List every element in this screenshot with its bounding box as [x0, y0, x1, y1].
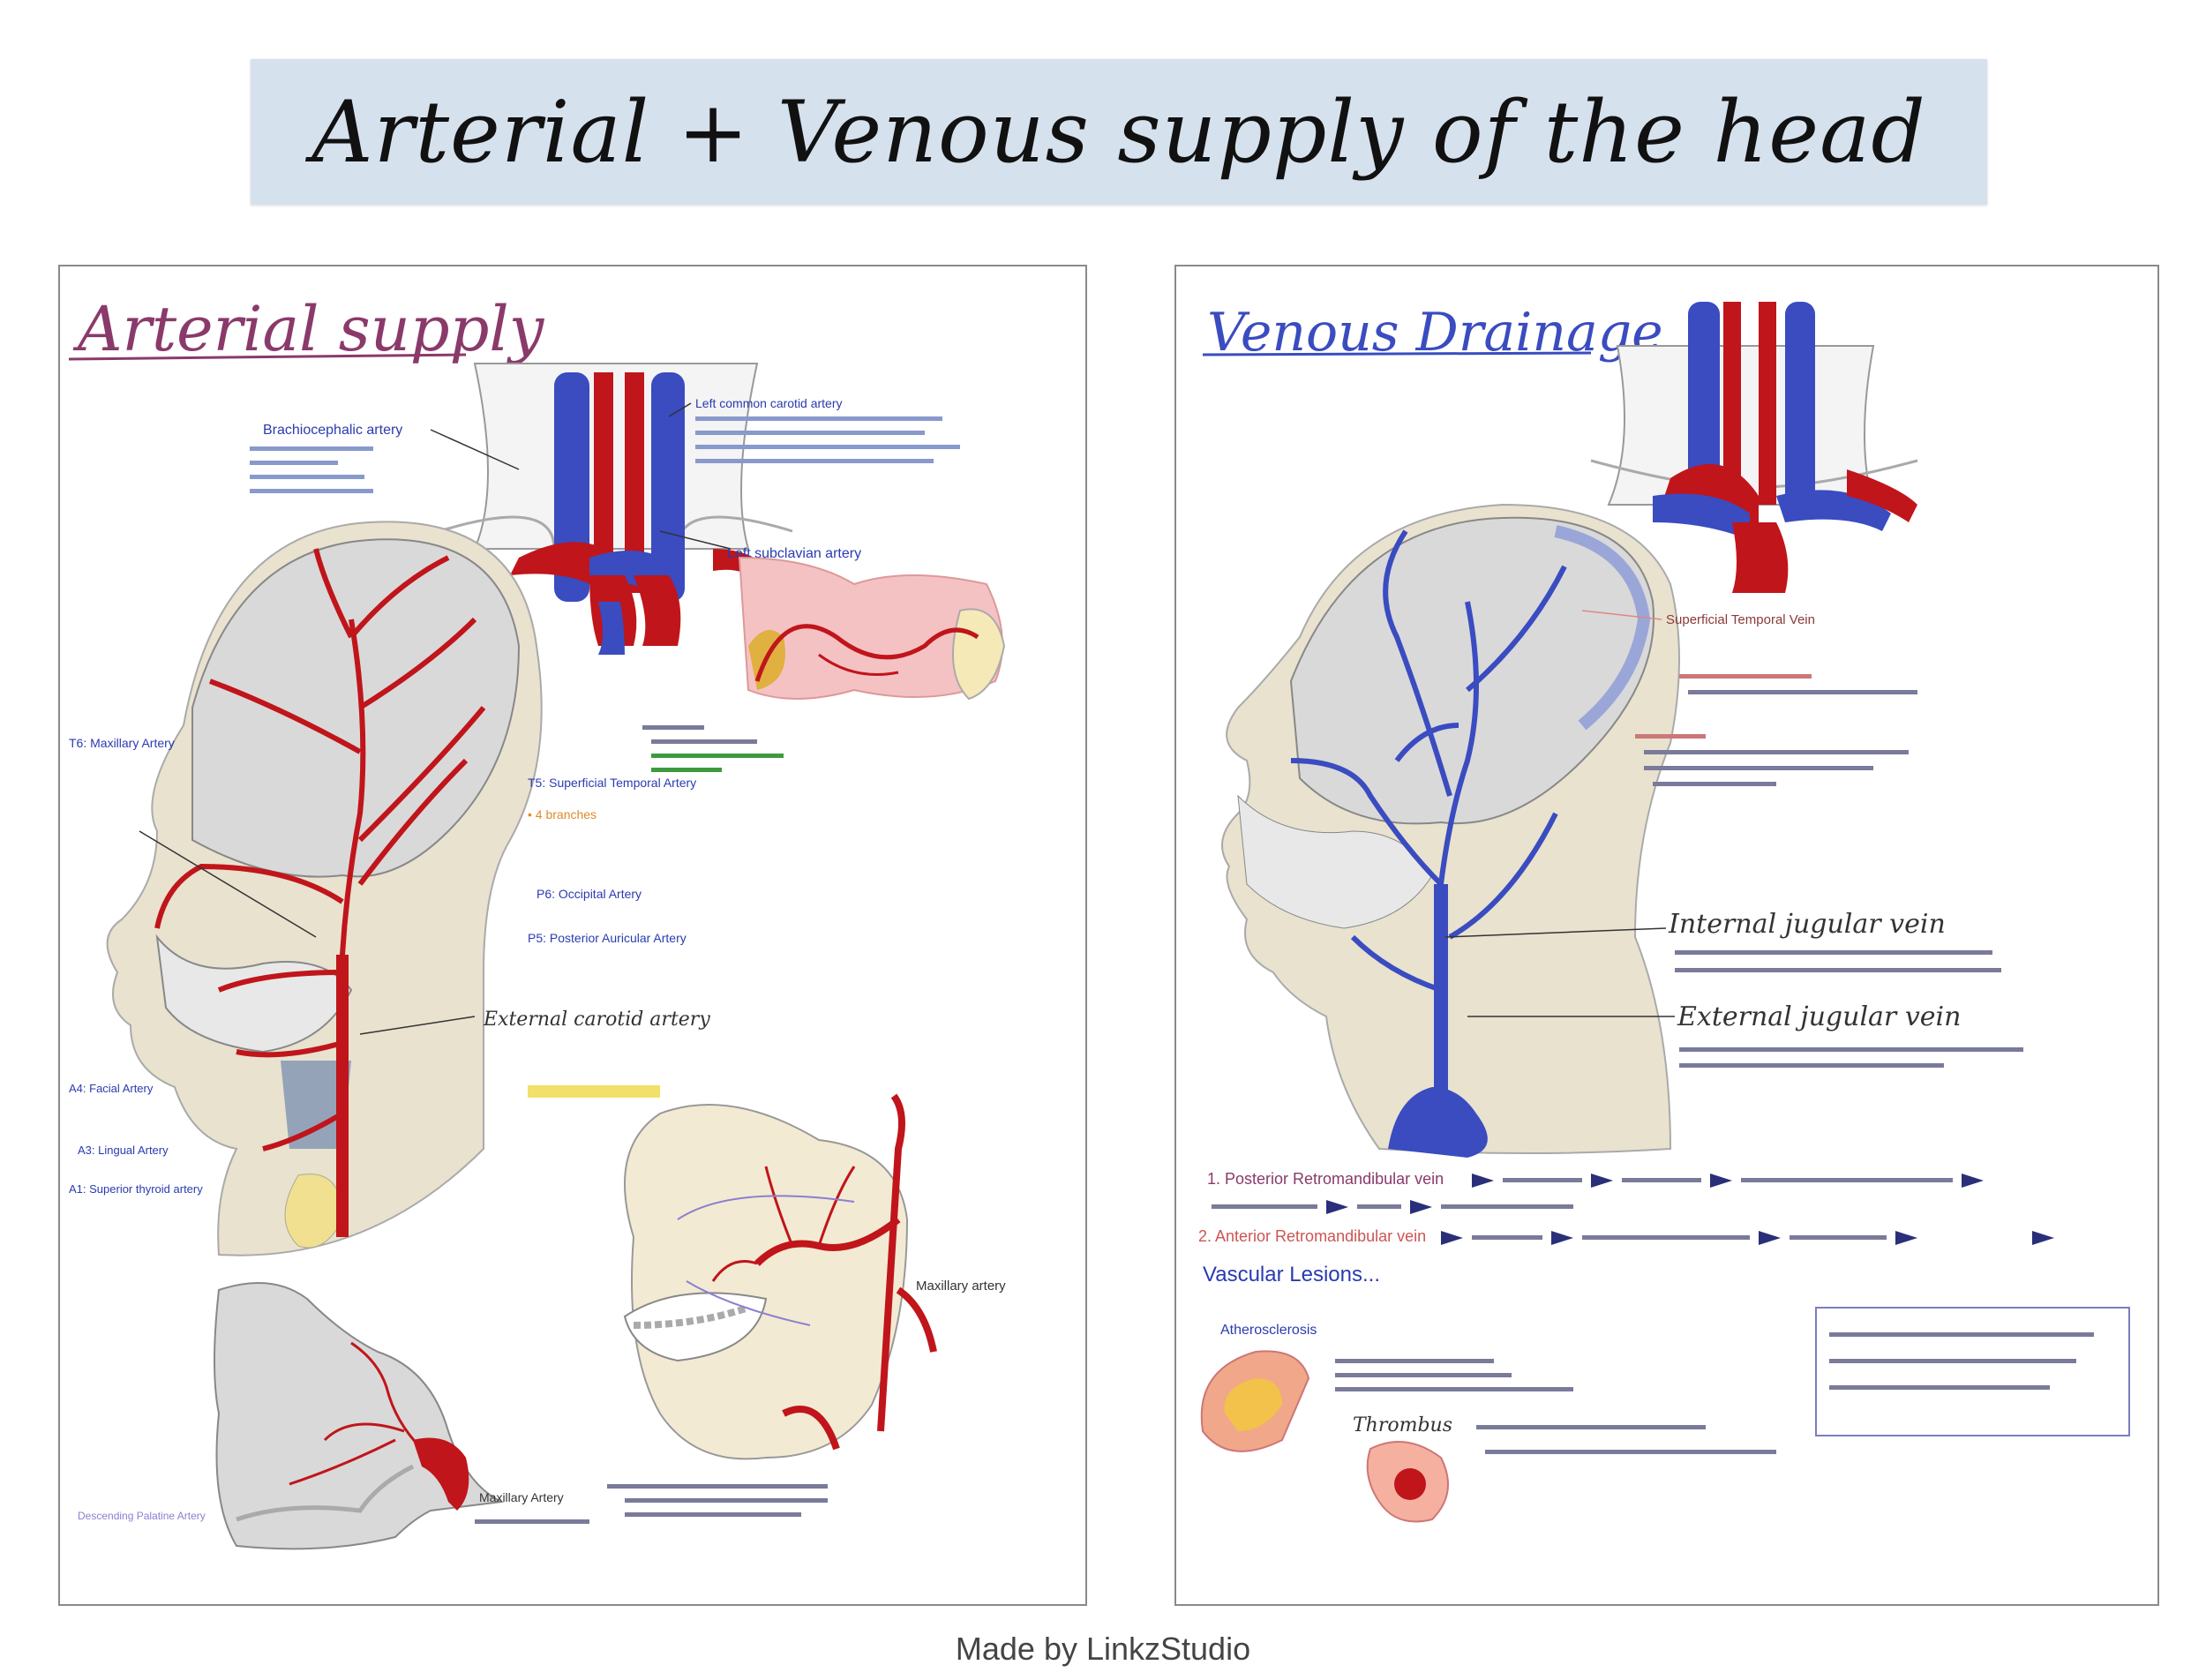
external-carotid-label: External carotid artery: [483, 1009, 710, 1031]
vein-notes: [1635, 674, 1917, 786]
maxillary-lower-label: Maxillary artery: [916, 1279, 1006, 1294]
atherosclerosis-notes: [1335, 1359, 1573, 1391]
highlight-mark: [528, 1085, 660, 1098]
thrombus-label: Thrombus: [1353, 1414, 1452, 1436]
head-arteries-illustration: [106, 521, 543, 1256]
superficial-temporal-label: T5: Superficial Temporal Artery: [528, 776, 696, 790]
skull-maxillary-illustration: [623, 1093, 937, 1460]
external-jugular-label: External jugular vein: [1677, 1001, 1961, 1032]
superficial-temporal-vein-label: Superficial Temporal Vein: [1666, 612, 1815, 627]
occipital-label: P6: Occipital Artery: [536, 887, 642, 901]
thrombus-illustration: [1366, 1441, 1449, 1523]
heading-underline: [68, 353, 467, 361]
lingual-notes: [642, 725, 784, 772]
anterior-chain-arrows: [1441, 1231, 2054, 1245]
lesion-types-notes: [1829, 1332, 2094, 1390]
neck-veins-illustration: [1590, 302, 1918, 593]
maxillary-bottom-label: Maxillary Artery: [479, 1490, 564, 1504]
venous-diagram: Venous Drainage Superficial Tempo: [1198, 302, 2130, 1523]
neck-vessels-illustration: [439, 363, 793, 655]
two-branches-label: • 4 branches: [528, 807, 597, 821]
external-jugular-notes: [1679, 1047, 2023, 1068]
atherosclerosis-label: Atherosclerosis: [1220, 1323, 1317, 1338]
head-veins-illustration: [1221, 503, 1680, 1158]
title-banner: Arterial + Venous supply of the head: [251, 59, 1987, 205]
facial-label: A4: Facial Artery: [69, 1082, 154, 1095]
atherosclerosis-illustration: [1200, 1350, 1310, 1452]
carotid-notes: [695, 416, 960, 463]
thrombus-notes: [1476, 1425, 1776, 1454]
page-title: Arterial + Venous supply of the head: [311, 82, 1926, 182]
internal-jugular-notes: [1675, 950, 2001, 972]
brachiocephalic-notes: [250, 446, 373, 493]
vascular-lesions-heading: Vascular Lesions...: [1203, 1263, 1380, 1286]
nasal-cavity-illustration: [214, 1282, 505, 1550]
arterial-supply-panel: Arterial supply Left common carotid arte…: [58, 265, 1087, 1606]
heading-underline: [1202, 351, 1592, 356]
arterial-diagram: Arterial supply Left common carotid arte…: [68, 293, 1006, 1550]
posterior-auricular-label: P5: Posterior Auricular Artery: [528, 931, 687, 945]
footer-credit: Made by LinkzStudio: [955, 1631, 1251, 1667]
left-common-carotid-label: Left common carotid artery: [695, 396, 843, 410]
anterior-chain-label: 2. Anterior Retromandibular vein: [1198, 1227, 1426, 1245]
descending-palatine-label: Descending Palatine Artery: [78, 1510, 206, 1522]
tongue-illustration: [738, 556, 1006, 701]
venous-drainage-panel: Venous Drainage Superficial Tempo: [1174, 265, 2159, 1606]
arterial-heading: Arterial supply: [72, 293, 545, 365]
lesion-types-box: [1815, 1307, 2130, 1436]
internal-jugular-label: Internal jugular vein: [1668, 909, 1946, 940]
superior-thyroid-label: A1: Superior thyroid artery: [69, 1182, 203, 1196]
posterior-chain-arrows: [1212, 1174, 1984, 1214]
lingual-label: A3: Lingual Artery: [78, 1144, 169, 1157]
posterior-chain-label: 1. Posterior Retromandibular vein: [1207, 1170, 1444, 1188]
maxillary-branch-notes: [475, 1484, 828, 1524]
maxillary-top-label: T6: Maxillary Artery: [69, 736, 175, 750]
brachiocephalic-label: Brachiocephalic artery: [263, 423, 402, 438]
